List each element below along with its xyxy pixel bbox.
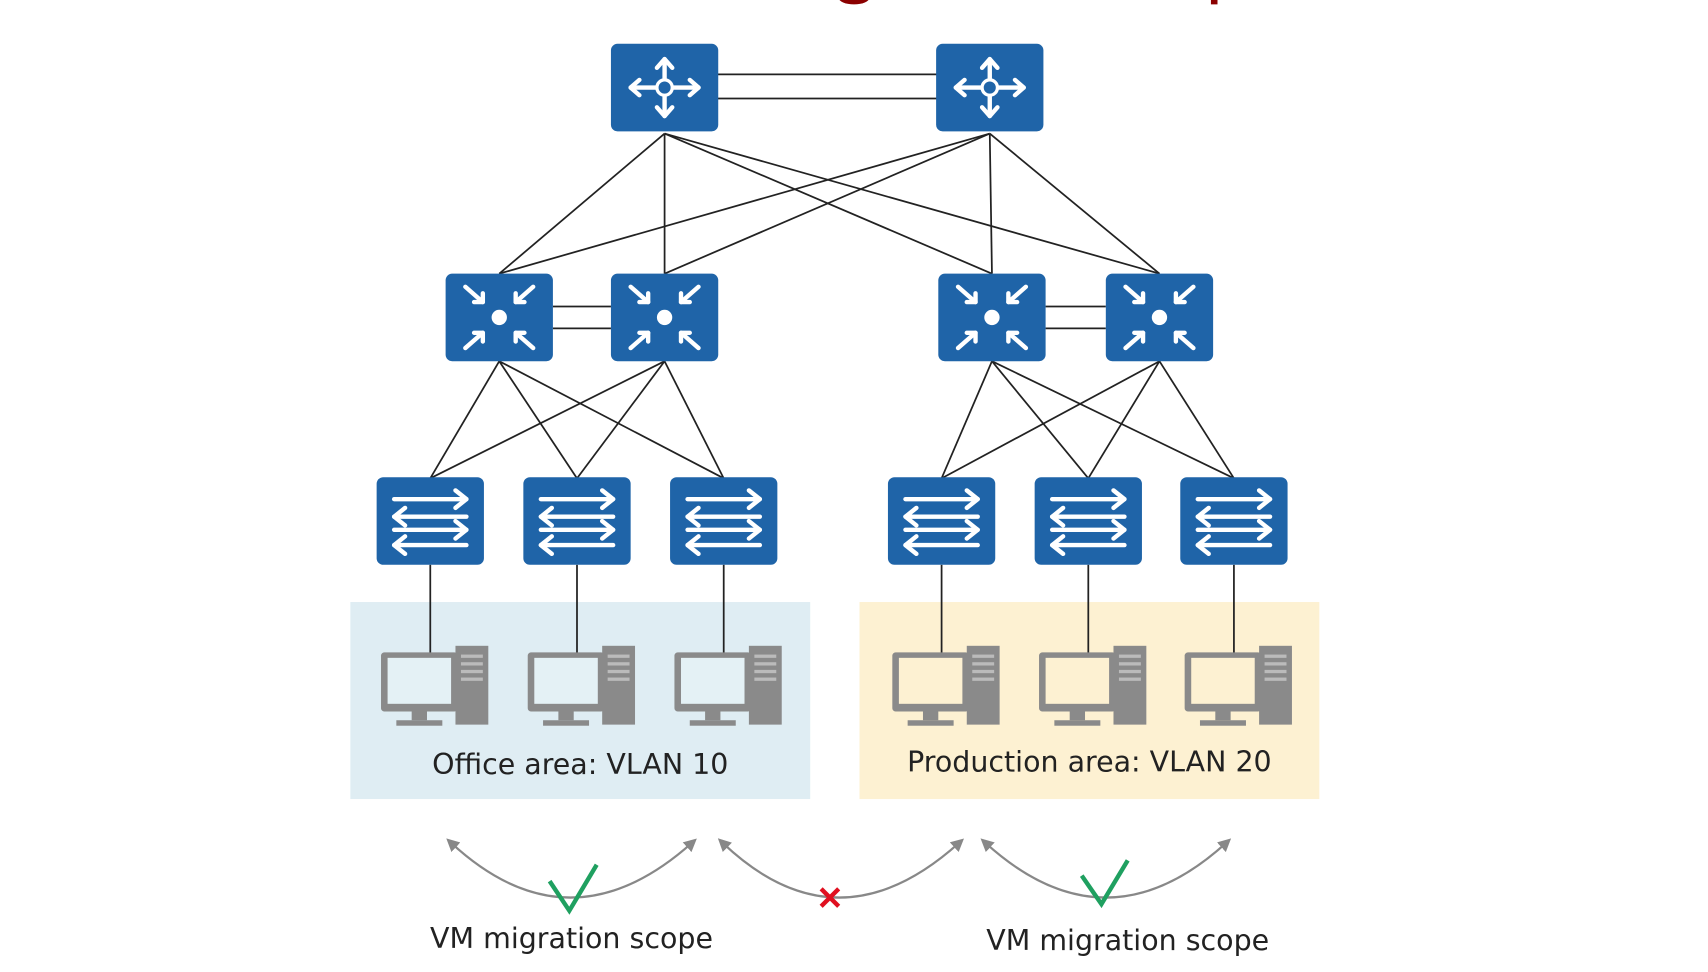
core-switch-icon xyxy=(445,273,553,362)
check-icon xyxy=(547,863,599,915)
core-switch-icon xyxy=(1105,273,1214,362)
link xyxy=(988,133,993,274)
core-switch-icon xyxy=(610,273,719,362)
migration-arc-cross xyxy=(717,838,964,899)
switch-icon xyxy=(670,477,778,565)
link xyxy=(498,360,725,480)
link xyxy=(576,360,666,479)
switch-icon xyxy=(887,477,996,565)
migration-scope-label-right: VM migration scope xyxy=(986,924,1269,957)
cross-icon xyxy=(819,887,841,908)
network-links xyxy=(429,73,1235,655)
link xyxy=(663,360,725,479)
title-fragment xyxy=(839,0,1218,5)
office-area-label: Office area: VLAN 10 xyxy=(432,748,728,781)
migration-arc-office xyxy=(446,838,697,899)
pc-icon xyxy=(1039,645,1147,726)
link xyxy=(991,360,1235,480)
link xyxy=(991,360,1089,479)
core-switch-icon xyxy=(938,273,1046,362)
switch-icon xyxy=(1034,477,1142,565)
link xyxy=(664,132,991,275)
pc-icon xyxy=(527,645,636,726)
router-icon xyxy=(610,43,719,132)
switch-icon xyxy=(1180,477,1288,565)
link xyxy=(498,132,666,275)
pc-icon xyxy=(381,645,489,726)
switch-icon xyxy=(523,477,631,565)
pc-icon xyxy=(674,645,782,726)
migration-arc-production xyxy=(980,838,1232,899)
hosts xyxy=(381,645,1292,726)
network-devices xyxy=(376,43,1288,565)
link xyxy=(1087,360,1161,479)
link xyxy=(498,360,578,479)
link xyxy=(429,360,501,479)
link xyxy=(1158,360,1235,479)
migration-scope-label-left: VM migration scope xyxy=(430,922,713,955)
link xyxy=(429,360,665,480)
pc-icon xyxy=(892,645,1000,726)
production-area-label: Production area: VLAN 20 xyxy=(907,746,1272,779)
link xyxy=(941,360,1160,480)
link xyxy=(989,132,1161,275)
check-icon xyxy=(1079,859,1130,909)
link xyxy=(499,132,991,275)
switch-icon xyxy=(376,477,484,565)
link xyxy=(940,360,993,479)
pc-icon xyxy=(1184,645,1292,726)
router-icon xyxy=(936,43,1044,132)
link xyxy=(664,132,1160,275)
